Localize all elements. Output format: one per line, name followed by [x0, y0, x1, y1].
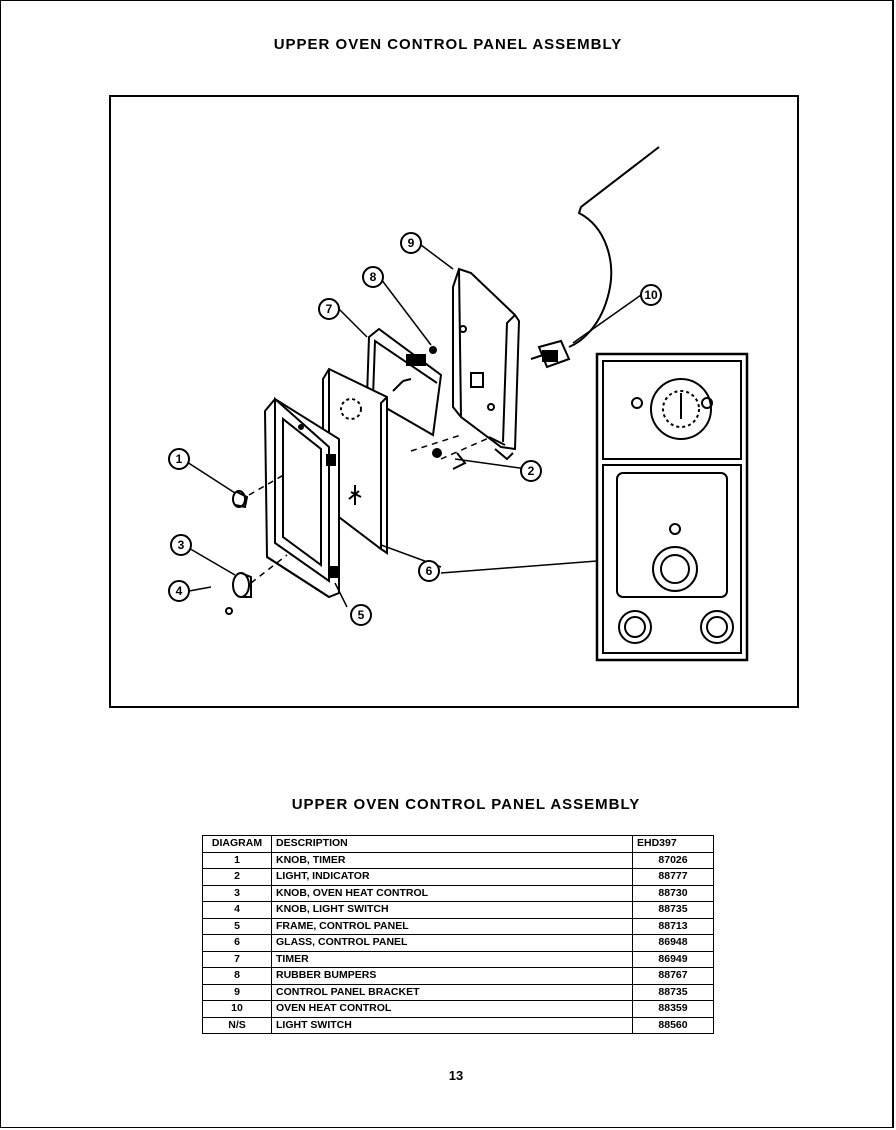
oven-heat-control [530, 339, 571, 369]
cell-part-number: 88359 [632, 1000, 714, 1018]
callout-label: 10 [644, 288, 658, 302]
cell-description: KNOB, LIGHT SWITCH [271, 901, 633, 919]
callout-label: 2 [528, 464, 535, 478]
cell-description: OVEN HEAT CONTROL [271, 1000, 633, 1018]
cell-description: LIGHT, INDICATOR [271, 868, 633, 886]
callout-label: 1 [176, 452, 183, 466]
cell-part-number: 87026 [632, 851, 714, 869]
cell-diagram: 4 [202, 901, 272, 919]
timer-knob [232, 490, 249, 509]
callout-3: 3 [170, 534, 192, 556]
header-diagram: DIAGRAM [202, 835, 272, 853]
callout-8: 8 [362, 266, 384, 288]
header-description: DESCRIPTION [271, 835, 633, 853]
cell-description: CONTROL PANEL BRACKET [271, 983, 633, 1001]
callout-label: 9 [408, 236, 415, 250]
callout-label: 4 [176, 584, 183, 598]
alignment-lines [248, 434, 492, 584]
cell-description: KNOB, OVEN HEAT CONTROL [271, 884, 633, 902]
callouts: 1 2 3 4 5 6 7 8 9 10 [168, 232, 662, 626]
cell-description: FRAME, CONTROL PANEL [271, 917, 633, 935]
cell-diagram: 10 [202, 1000, 272, 1018]
cell-part-number: 86949 [632, 950, 714, 968]
cell-part-number: 88735 [632, 983, 714, 1001]
rubber-bumper [429, 346, 437, 354]
timer-body [365, 327, 443, 437]
header-model: EHD397 [632, 835, 714, 853]
exploded-diagram: 1 2 3 4 5 6 7 8 9 10 [109, 95, 799, 708]
cell-diagram: 2 [202, 868, 272, 886]
oven-heat-control-knob [232, 572, 252, 598]
callout-label: 6 [426, 564, 433, 578]
callout-label: 7 [326, 302, 333, 316]
cell-diagram: 5 [202, 917, 272, 935]
cell-description: GLASS, CONTROL PANEL [271, 934, 633, 952]
cell-diagram: 1 [202, 851, 272, 869]
cell-part-number: 88560 [632, 1016, 714, 1034]
leader-lines [186, 244, 642, 608]
callout-label: 3 [178, 538, 185, 552]
page-title: UPPER OVEN CONTROL PANEL ASSEMBLY [273, 36, 623, 53]
cell-description: RUBBER BUMPERS [271, 967, 633, 985]
control-panel-bracket [452, 267, 521, 461]
capillary-tube [568, 146, 660, 348]
assembled-panel-view [595, 352, 749, 662]
cell-part-number: 88767 [632, 967, 714, 985]
callout-6: 6 [418, 560, 440, 582]
cell-part-number: 88713 [632, 917, 714, 935]
cell-diagram: 9 [202, 983, 272, 1001]
callout-7: 7 [318, 298, 340, 320]
light-switch-knob [225, 607, 233, 615]
callout-5: 5 [350, 604, 372, 626]
table-header-row: DIAGRAM DESCRIPTION EHD397 [202, 835, 714, 853]
callout-1: 1 [168, 448, 190, 470]
indicator-light [432, 448, 467, 470]
cell-diagram: 7 [202, 950, 272, 968]
callout-label: 5 [358, 608, 365, 622]
cell-part-number: 86948 [632, 934, 714, 952]
callout-10: 10 [640, 284, 662, 306]
callout-2: 2 [520, 460, 542, 482]
callout-9: 9 [400, 232, 422, 254]
cell-description: TIMER [271, 950, 633, 968]
cell-part-number: 88777 [632, 868, 714, 886]
cell-diagram: 6 [202, 934, 272, 952]
cell-description: LIGHT SWITCH [271, 1016, 633, 1034]
callout-4: 4 [168, 580, 190, 602]
page-number: 13 [448, 1068, 464, 1083]
cell-diagram: 8 [202, 967, 272, 985]
diagram-drawing: 1 2 3 4 5 6 7 8 9 10 [168, 146, 749, 662]
cell-diagram: N/S [202, 1016, 272, 1034]
control-panel-frame [263, 396, 340, 599]
cell-part-number: 88735 [632, 901, 714, 919]
cell-description: KNOB, TIMER [271, 851, 633, 869]
cell-diagram: 3 [202, 884, 272, 902]
callout-label: 8 [370, 270, 377, 284]
cell-part-number: 88730 [632, 884, 714, 902]
table-title: UPPER OVEN CONTROL PANEL ASSEMBLY [291, 796, 641, 813]
